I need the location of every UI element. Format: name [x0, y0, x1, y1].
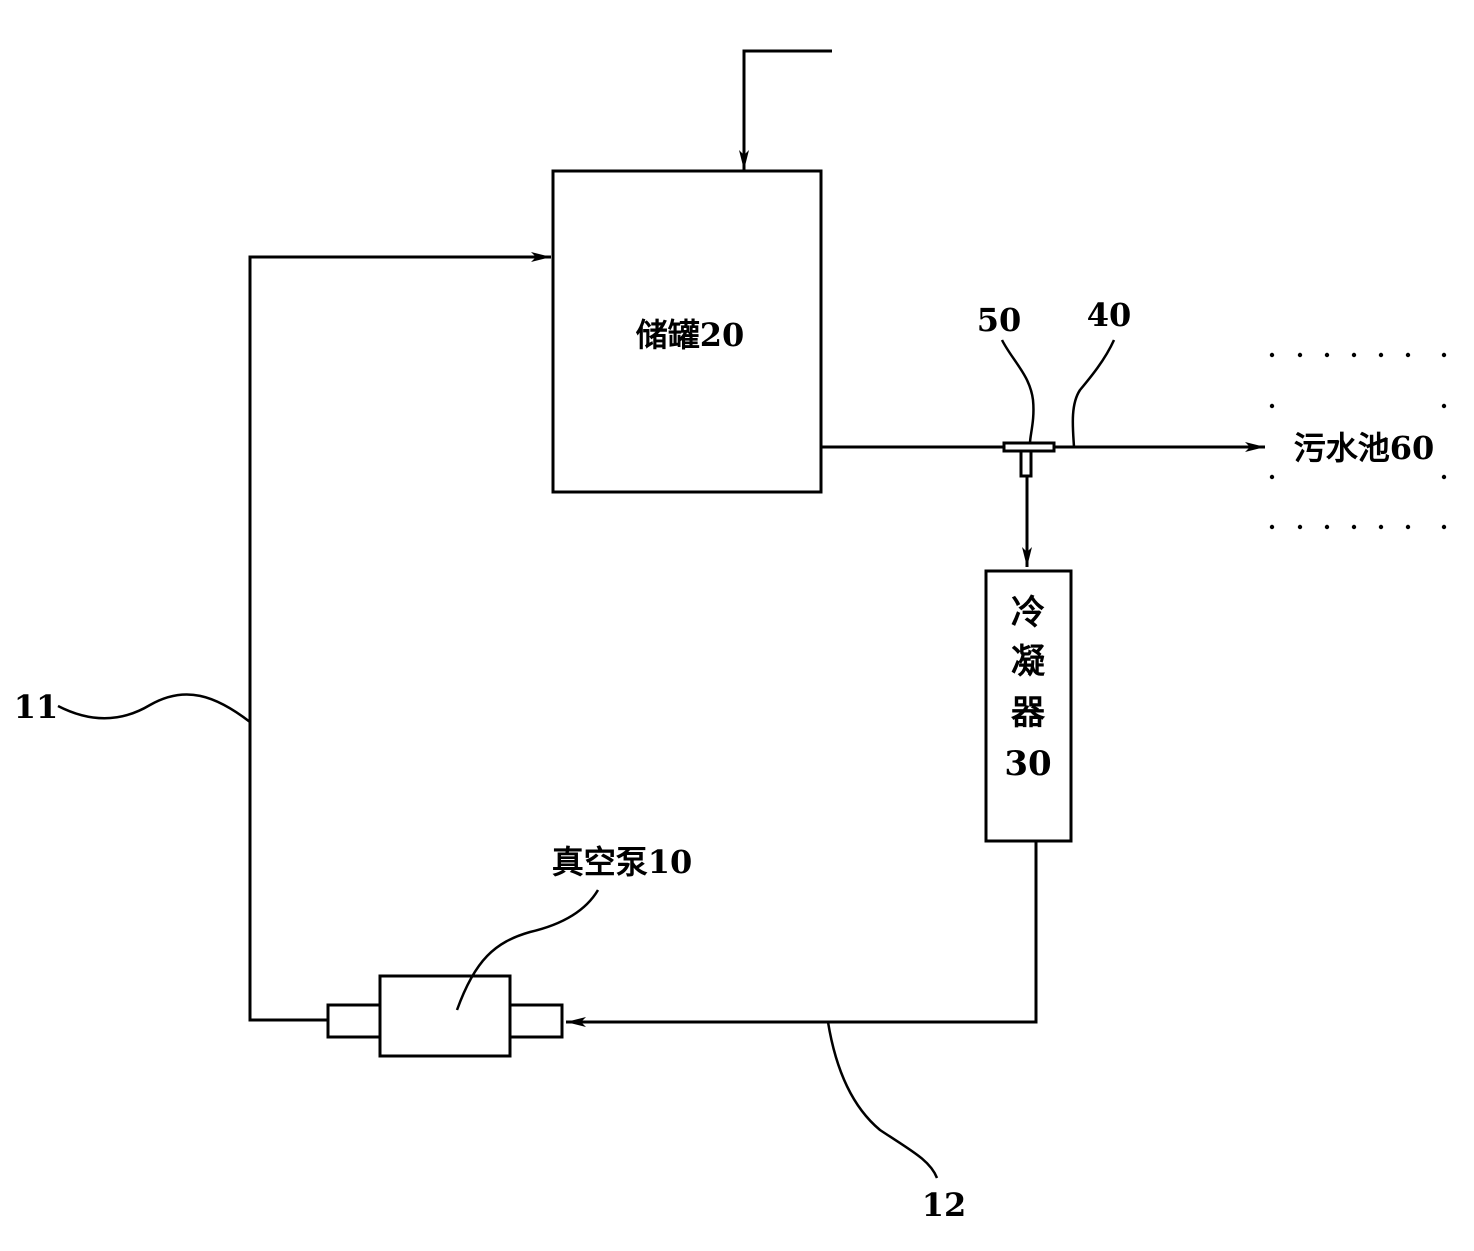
sewage-pool-dot [1324, 352, 1330, 358]
line-12 [566, 841, 1038, 1027]
condenser [984, 569, 1073, 843]
ref-40: 40 [1087, 296, 1132, 334]
sewage-pool-dot [1351, 352, 1357, 358]
leader-40 [1071, 339, 1116, 448]
vacuum-pump [378, 974, 512, 1058]
inlet-pipe [739, 49, 832, 170]
sewage-pool-dot [1405, 352, 1411, 358]
ref-12: 12 [922, 1186, 967, 1224]
pump-left-port [326, 1003, 382, 1039]
sewage-label: 污水池60 [1294, 429, 1435, 467]
return-line-11 [248, 252, 551, 1022]
sewage-pool-dot [1405, 524, 1411, 530]
leader-pump [455, 889, 600, 1011]
sewage-pool-dot [1269, 474, 1275, 480]
tank-label: 储罐20 [636, 316, 745, 354]
sewage-pool-dot [1441, 403, 1447, 409]
leader-11 [57, 693, 251, 723]
sewage-pool-dot [1378, 352, 1384, 358]
condenser-label-2: 凝 [1011, 642, 1045, 682]
sewage-pool-dot [1297, 524, 1303, 530]
tee-valve-stem [1019, 449, 1033, 478]
pump-label: 真空泵10 [552, 843, 693, 881]
pump-right-port [508, 1003, 564, 1039]
sewage-pool-boundary [1269, 352, 1447, 530]
ref-50: 50 [977, 301, 1022, 339]
ref-11: 11 [14, 688, 59, 726]
sewage-pool-dot [1324, 524, 1330, 530]
sewage-pool-dot [1269, 352, 1275, 358]
sewage-pool-dot [1269, 524, 1275, 530]
leader-12 [826, 1021, 939, 1179]
storage-tank [551, 169, 823, 494]
sewage-pool-dot [1441, 474, 1447, 480]
sewage-pool-dot [1351, 524, 1357, 530]
sewage-pool-dot [1441, 352, 1447, 358]
condenser-label-1: 冷 [1011, 593, 1045, 633]
condenser-label-4: 30 [1004, 744, 1051, 784]
condenser-label-3: 器 [1011, 693, 1046, 733]
sewage-pool-dot [1441, 524, 1447, 530]
sewage-pool-dot [1378, 524, 1384, 530]
leader-50 [1000, 339, 1035, 444]
sewage-pool-dot [1269, 403, 1275, 409]
sewage-pool-dot [1297, 352, 1303, 358]
